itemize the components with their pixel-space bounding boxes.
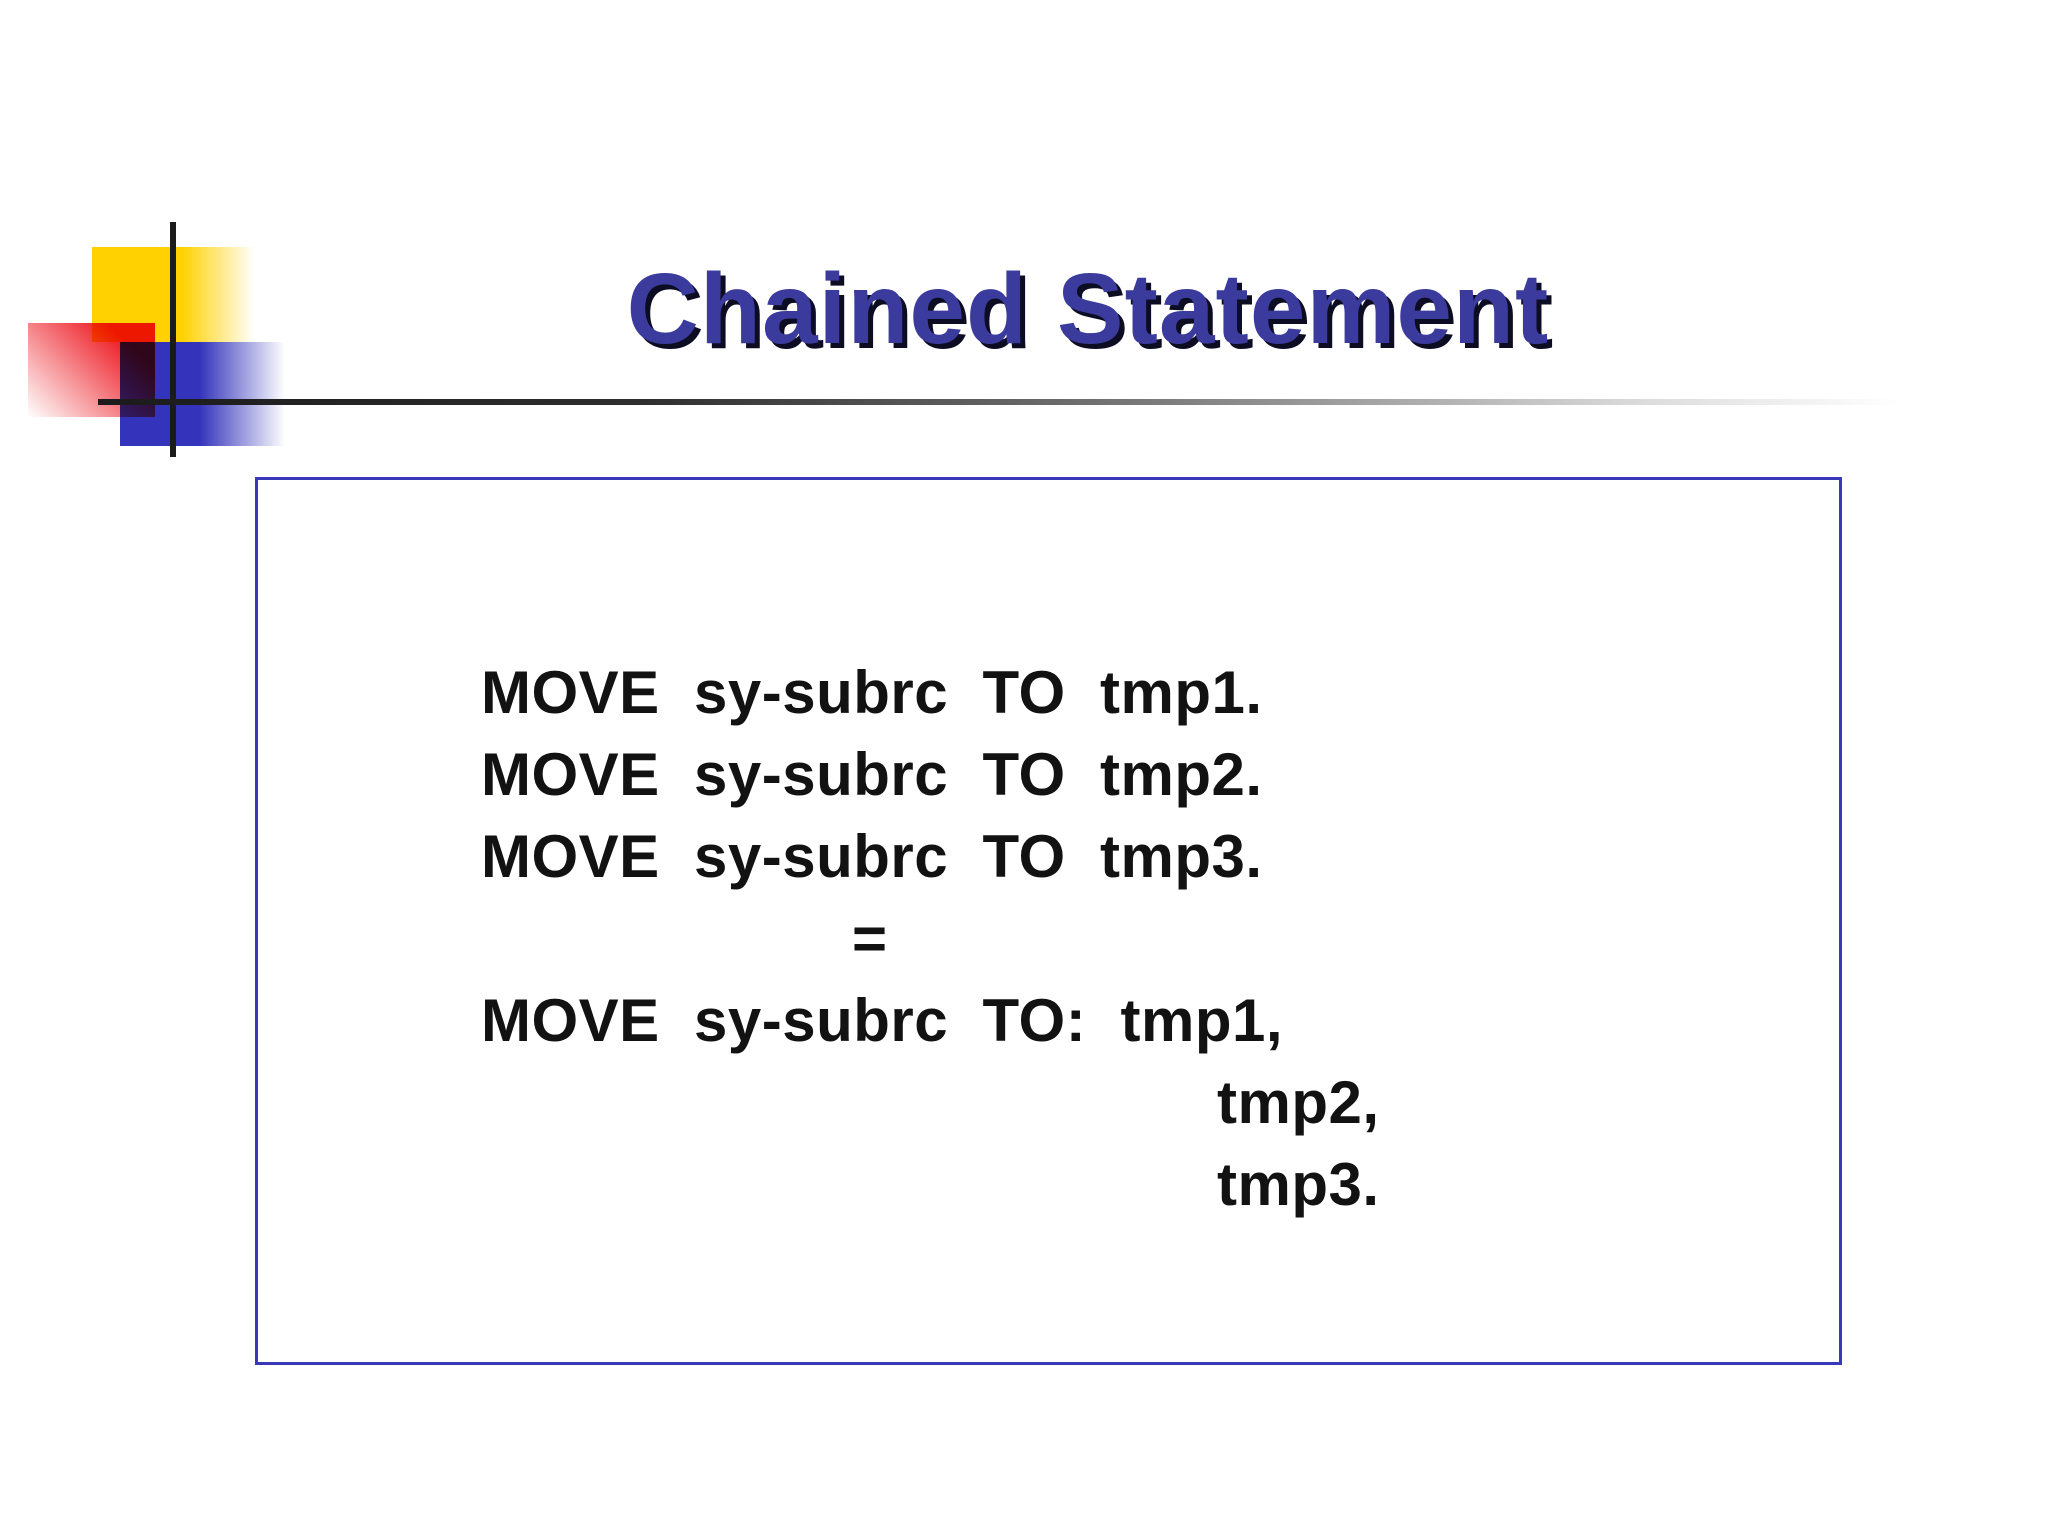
code-box: MOVE sy-subrc TO tmp1. MOVE sy-subrc TO … (255, 477, 1842, 1365)
code-line-chained: MOVE sy-subrc TO: tmp1, (481, 987, 1284, 1054)
title-divider-rule (98, 399, 1898, 405)
code-line-tmp3: tmp3. (1217, 1151, 1380, 1218)
code-line-equals: = (852, 905, 888, 972)
code-line-3: MOVE sy-subrc TO tmp3. (481, 823, 1263, 890)
code-block: MOVE sy-subrc TO tmp1. MOVE sy-subrc TO … (258, 480, 1839, 1226)
logo-vertical-rule (170, 222, 176, 457)
code-line-tmp2: tmp2, (1217, 1069, 1380, 1136)
slide-title: Chained Statement (626, 253, 1550, 365)
code-line-2: MOVE sy-subrc TO tmp2. (481, 741, 1263, 808)
code-line-1: MOVE sy-subrc TO tmp1. (481, 659, 1263, 726)
